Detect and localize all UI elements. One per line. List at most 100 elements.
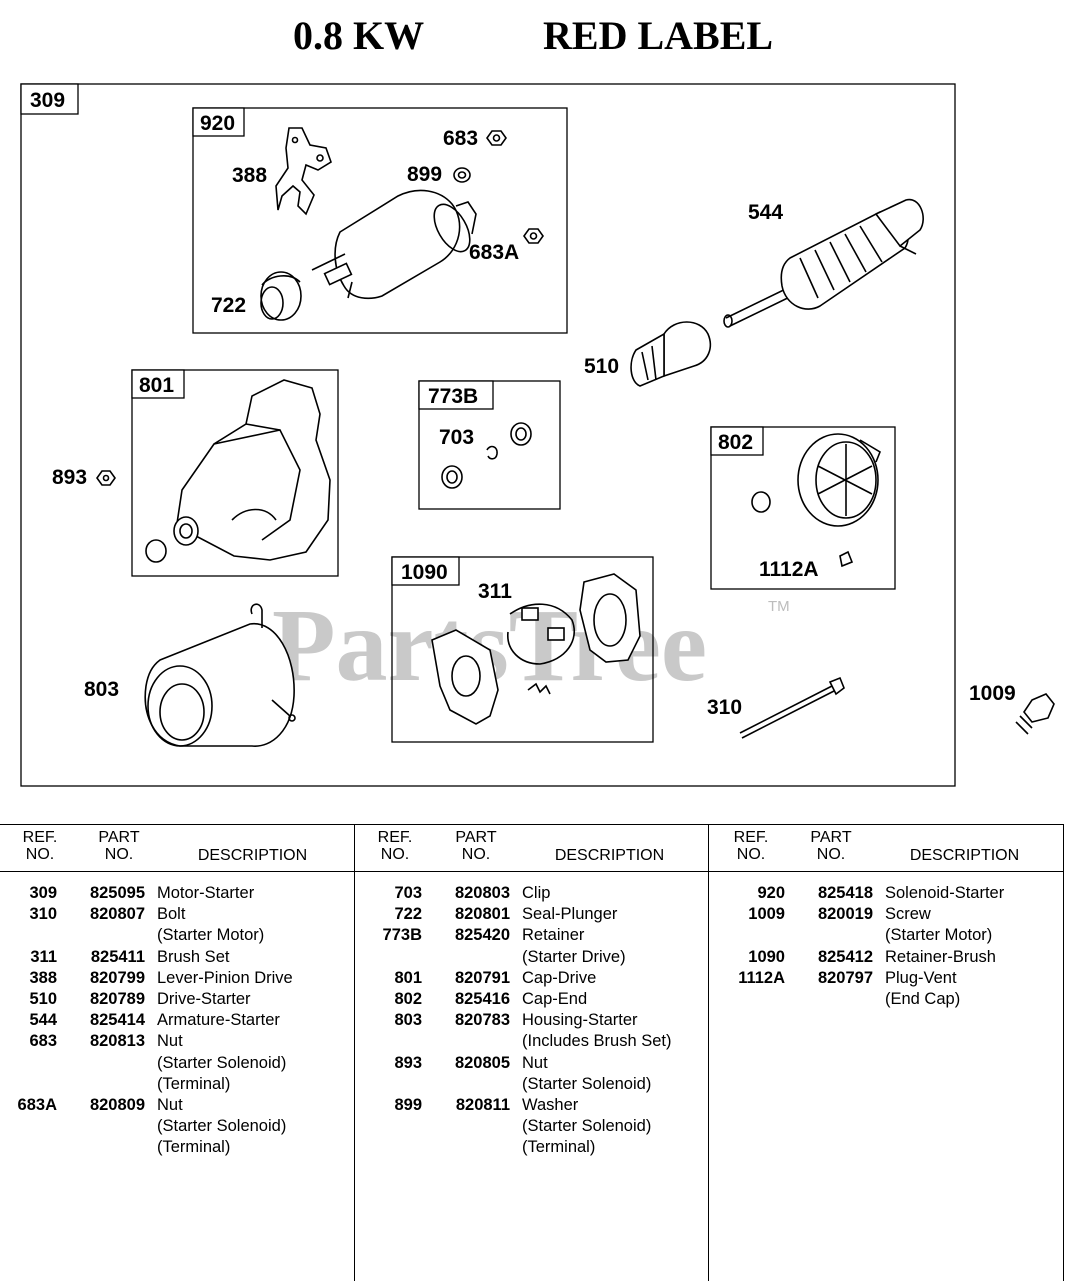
- part-description: Lever-Pinion Drive: [157, 968, 293, 987]
- part-no[interactable]: 820799: [89, 968, 145, 987]
- part-no[interactable]: 825414: [89, 1011, 145, 1030]
- group-box-920-label-frame: [192, 107, 245, 137]
- part-description: Retainer: [522, 926, 585, 945]
- part-description: Screw: [885, 905, 931, 924]
- header-description: DESCRIPTION: [554, 847, 665, 864]
- part-no[interactable]: 820807: [89, 905, 145, 924]
- group-box-1090: [391, 556, 654, 743]
- part-description: Motor-Starter: [157, 884, 255, 902]
- part-description: (Terminal): [157, 1074, 231, 1093]
- part-no[interactable]: 820805: [454, 1053, 510, 1072]
- callout-722[interactable]: 722: [211, 294, 246, 317]
- part-description: (Starter Solenoid): [522, 1117, 652, 1136]
- label-309[interactable]: 309: [30, 89, 65, 112]
- part-no[interactable]: 820789: [89, 990, 145, 1008]
- part-no[interactable]: 825420: [454, 926, 510, 945]
- part-no[interactable]: 820811: [455, 1096, 510, 1114]
- part-description: Brush Set: [157, 947, 230, 966]
- part-no[interactable]: 825412: [817, 947, 873, 966]
- ref-no[interactable]: 544: [29, 1011, 57, 1030]
- ref-no[interactable]: 893: [394, 1053, 422, 1072]
- ref-no[interactable]: 801: [394, 968, 422, 987]
- group-box-1090-label-frame: [391, 556, 460, 586]
- part-no[interactable]: 820791: [454, 968, 510, 987]
- part-no[interactable]: 820801: [454, 905, 510, 924]
- retainer-brush-1090-drawing: [431, 573, 641, 725]
- label-773b[interactable]: 773B: [428, 385, 478, 408]
- ref-no[interactable]: 722: [394, 905, 422, 924]
- callout-1009[interactable]: 1009: [969, 682, 1016, 705]
- ref-no[interactable]: 309: [29, 884, 57, 902]
- ref-no[interactable]: 899: [394, 1096, 422, 1114]
- part-no[interactable]: 820783: [454, 1011, 510, 1030]
- ref-no[interactable]: 773B: [382, 926, 422, 945]
- label-1090[interactable]: 1090: [401, 561, 448, 584]
- part-no[interactable]: 825416: [454, 990, 510, 1008]
- nut-683a-drawing: [523, 228, 544, 244]
- ref-no[interactable]: 1112A: [738, 968, 785, 987]
- part-description: (Starter Solenoid): [157, 1053, 287, 1072]
- part-no[interactable]: 820019: [817, 905, 873, 924]
- group-box-801-label-frame: [131, 369, 185, 399]
- part-description: Armature-Starter: [157, 1011, 280, 1030]
- ref-no[interactable]: 683: [29, 1032, 57, 1051]
- group-box-773b-label-frame: [418, 380, 494, 410]
- part-no[interactable]: 820809: [89, 1096, 145, 1114]
- header-description: DESCRIPTION: [197, 847, 308, 864]
- ref-no[interactable]: 1090: [748, 947, 785, 966]
- label-920[interactable]: 920: [200, 112, 235, 135]
- header-ref: REF.NO.: [377, 829, 413, 863]
- armature-544-drawing: [723, 198, 924, 328]
- callout-683a[interactable]: 683A: [469, 241, 519, 264]
- callout-703[interactable]: 703: [439, 426, 474, 449]
- part-description: Nut: [157, 1032, 183, 1051]
- callout-899[interactable]: 899: [407, 163, 442, 186]
- callout-388[interactable]: 388: [232, 164, 267, 187]
- part-description: (End Cap): [885, 990, 961, 1008]
- ref-no[interactable]: 803: [394, 1011, 422, 1030]
- nut-893-drawing: [96, 470, 116, 486]
- part-description: (Terminal): [157, 1138, 231, 1157]
- seal-plunger-722-drawing: [260, 271, 302, 321]
- callout-544[interactable]: 544: [748, 201, 783, 224]
- header-rule-3: [709, 871, 1063, 872]
- group-box-802: [710, 426, 896, 590]
- ref-no[interactable]: 802: [394, 990, 422, 1008]
- part-no[interactable]: 820813: [89, 1032, 145, 1051]
- ref-no[interactable]: 388: [29, 968, 57, 987]
- part-no[interactable]: 825411: [90, 947, 145, 966]
- label-802[interactable]: 802: [718, 431, 753, 454]
- callout-510[interactable]: 510: [584, 355, 619, 378]
- bolt-310-drawing: [739, 676, 845, 739]
- callout-893[interactable]: 893: [52, 466, 87, 489]
- part-no[interactable]: 820803: [454, 884, 510, 902]
- part-no[interactable]: 825095: [89, 884, 145, 902]
- part-description: Clip: [522, 884, 551, 902]
- outer-assembly-box: [20, 83, 956, 787]
- callout-1112a[interactable]: 1112A: [759, 558, 819, 581]
- callout-311[interactable]: 311: [478, 580, 512, 603]
- part-description: Cap-Drive: [522, 968, 597, 987]
- ref-no[interactable]: 311: [30, 947, 57, 966]
- housing-803-drawing: [144, 603, 296, 747]
- ref-no[interactable]: 920: [757, 884, 785, 902]
- callout-803[interactable]: 803: [84, 678, 119, 701]
- part-description: Nut: [522, 1053, 548, 1072]
- part-description: Nut: [157, 1096, 183, 1114]
- part-description: Drive-Starter: [157, 990, 251, 1008]
- ref-no[interactable]: 510: [29, 990, 57, 1008]
- callout-683[interactable]: 683: [443, 127, 478, 150]
- callout-310[interactable]: 310: [707, 696, 742, 719]
- page-title-kw: 0.8 KW: [293, 13, 425, 58]
- part-no[interactable]: 825418: [817, 884, 873, 902]
- part-description: Bolt: [157, 905, 186, 924]
- label-801[interactable]: 801: [139, 374, 174, 397]
- ref-no[interactable]: 683A: [17, 1096, 57, 1114]
- ref-no[interactable]: 703: [394, 884, 422, 902]
- ref-no[interactable]: 1009: [748, 905, 785, 924]
- part-no[interactable]: 820797: [817, 968, 873, 987]
- ref-no[interactable]: 310: [29, 905, 57, 924]
